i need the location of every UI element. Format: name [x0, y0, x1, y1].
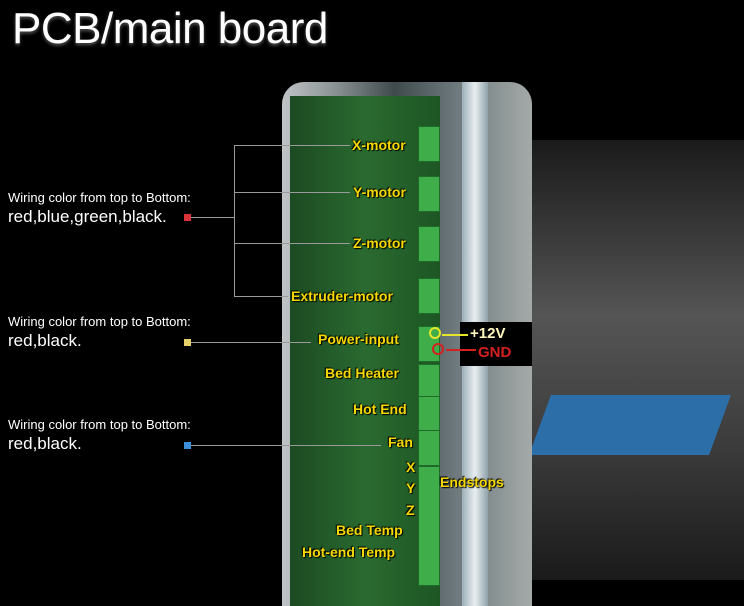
- label-gnd: GND: [478, 344, 512, 361]
- power-legend-box: [460, 322, 532, 366]
- label-x-endstop: X: [406, 459, 416, 475]
- note-colors: red,blue,green,black.: [8, 207, 167, 226]
- leader-line: [234, 243, 350, 244]
- label-z-motor: Z-motor: [353, 235, 406, 251]
- printer-photo: [530, 140, 744, 580]
- yellow-marker: [184, 339, 191, 346]
- note-heading: Wiring color from top to Bottom:: [8, 314, 191, 329]
- note-colors: red,black.: [8, 331, 82, 350]
- terminal: [418, 176, 440, 212]
- positive-terminal-ring: [429, 327, 441, 339]
- ground-terminal-ring: [432, 343, 444, 355]
- leader-line: [234, 145, 350, 146]
- note-heading: Wiring color from top to Bottom:: [8, 190, 191, 205]
- leader-line: [234, 192, 350, 193]
- note-colors: red,black.: [8, 434, 82, 453]
- wiring-note-motors: Wiring color from top to Bottom: red,blu…: [8, 190, 191, 227]
- print-bed: [529, 395, 731, 455]
- leader-line: [191, 445, 381, 446]
- label-plus-12v: +12V: [470, 325, 506, 342]
- positive-leader: [442, 334, 468, 336]
- wiring-note-power: Wiring color from top to Bottom: red,bla…: [8, 314, 191, 351]
- label-bed-temp: Bed Temp: [336, 522, 403, 538]
- note-heading: Wiring color from top to Bottom:: [8, 417, 191, 432]
- bracket-line: [234, 145, 235, 296]
- terminal: [418, 364, 440, 400]
- label-x-motor: X-motor: [352, 137, 406, 153]
- label-z-endstop: Z: [406, 502, 415, 518]
- label-y-motor: Y-motor: [353, 184, 406, 200]
- page-title: PCB/main board: [12, 4, 328, 53]
- terminal: [418, 466, 440, 586]
- leader-line: [191, 342, 311, 343]
- label-bed-heater: Bed Heater: [325, 365, 399, 381]
- pcb-board: [290, 96, 440, 606]
- label-hotend-temp: Hot-end Temp: [302, 544, 396, 560]
- terminal: [418, 396, 440, 432]
- label-y-endstop: Y: [406, 480, 416, 496]
- terminal: [418, 430, 440, 466]
- leader-line: [234, 296, 288, 297]
- label-hot-end: Hot End: [353, 401, 407, 417]
- red-marker: [184, 214, 191, 221]
- leader-line: [191, 217, 234, 218]
- label-endstops: Endstops: [440, 474, 504, 490]
- label-extruder-motor: Extruder-motor: [291, 288, 393, 304]
- terminal: [418, 126, 440, 162]
- wiring-note-fan: Wiring color from top to Bottom: red,bla…: [8, 417, 191, 454]
- label-fan: Fan: [388, 434, 413, 450]
- blue-marker: [184, 442, 191, 449]
- terminal: [418, 226, 440, 262]
- terminal: [418, 278, 440, 314]
- label-power-input: Power-input: [318, 331, 399, 347]
- ground-leader: [446, 349, 476, 351]
